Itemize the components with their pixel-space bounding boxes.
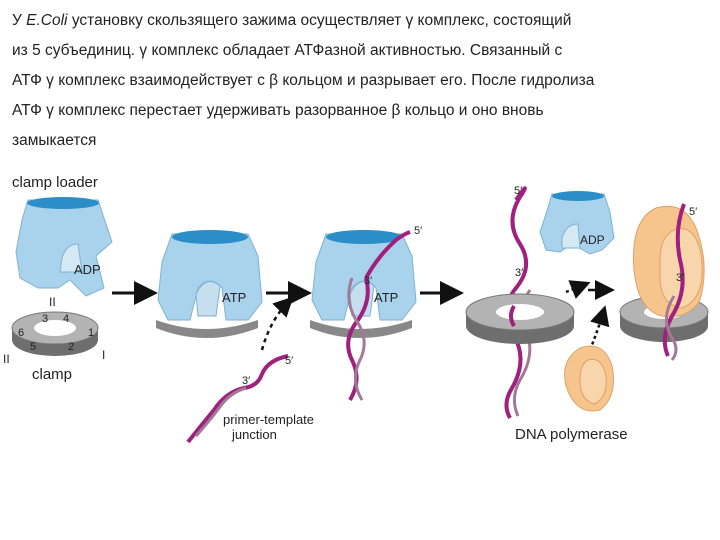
text-line-3: АТФ γ комплекс взаимодействует с β кольц… (12, 72, 595, 89)
description-text: У E.Coli установку скользящего зажима ос… (12, 6, 712, 156)
three-prime-label-4: 3′ (676, 272, 684, 284)
clamp-loading-diagram: clamp loader ADP II 3 4 6 1 5 2 II I cla… (3, 174, 709, 444)
three-prime-label-3: 3′ (515, 267, 523, 279)
text-line-1: У E.Coli установку скользящего зажима ос… (12, 12, 572, 29)
clamp-loader-atp-dna: ATP 5′ 3′ (310, 225, 422, 402)
clamp-loader-adp: ADP (15, 197, 113, 297)
five-prime-label-1: 5′ (285, 355, 293, 367)
roman-ii-top: II (49, 295, 56, 309)
roman-ii-bottom: II (3, 352, 10, 366)
primer-template-dna: 5′ 3′ primer-template junction (186, 354, 314, 444)
primer-template-label-l2: junction (231, 427, 277, 442)
released-loader-adp: ADP (539, 191, 615, 255)
subunit-4: 4 (63, 313, 69, 325)
text-line-2: из 5 субъединиц. γ комплекс обладает АТФ… (12, 42, 563, 59)
clamp-ring: 3 4 6 1 5 2 (11, 311, 99, 356)
atp-label-1: ATP (222, 290, 246, 305)
five-prime-label-2: 5′ (414, 225, 422, 237)
clamp-on-dna: 5′ 3′ (465, 185, 575, 419)
roman-i: I (102, 348, 105, 362)
five-prime-label-4: 5′ (689, 206, 697, 218)
dna-polymerase-free: DNA polymerase (515, 345, 628, 443)
text-line-4: АТФ γ комплекс перестает удерживать разо… (12, 102, 544, 119)
subunit-3: 3 (42, 313, 48, 325)
clamp-label: clamp (32, 366, 72, 383)
polymerase-on-clamp: 5′ 3′ (619, 203, 709, 361)
subunit-1: 1 (88, 327, 94, 339)
adp-label: ADP (74, 262, 101, 277)
clamp-loader-label: clamp loader (12, 174, 98, 191)
dashed-arrow-right (565, 280, 591, 299)
atp-label-2: ATP (374, 290, 398, 305)
species-name: E.Coli (26, 12, 68, 29)
text-line-5: замыкается (12, 132, 97, 149)
three-prime-label-1: 3′ (242, 375, 250, 387)
five-prime-label-3: 5′ (514, 185, 522, 197)
dashed-arrow-up (588, 305, 610, 351)
subunit-2: 2 (68, 341, 74, 353)
dna-polymerase-label: DNA polymerase (515, 426, 628, 443)
primer-template-label-l1: primer-template (223, 412, 314, 427)
subunit-6: 6 (18, 327, 24, 339)
dashed-arrow-primer (260, 296, 294, 351)
adp-label-released: ADP (580, 233, 605, 247)
three-prime-label-2: 3′ (364, 275, 372, 287)
subunit-5: 5 (30, 341, 36, 353)
clamp-loader-atp-open: ATP (156, 230, 263, 338)
